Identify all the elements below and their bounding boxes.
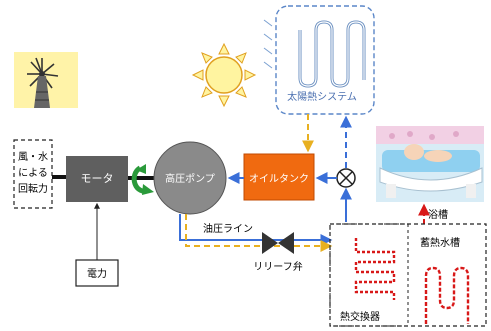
- sun-icon: [191, 42, 257, 108]
- power-label: 電力: [87, 267, 107, 280]
- oil-tank: [243, 153, 315, 201]
- heat-exchanger-coil: [354, 238, 396, 300]
- solar-thermal-system-box: [275, 5, 375, 115]
- hydraulic-line-blue: [179, 214, 333, 246]
- hydraulic-line-yellow: [185, 214, 333, 252]
- rotation-source-box: [13, 139, 53, 209]
- motor-block: [66, 156, 128, 202]
- rotation-label-1: 風・水: [18, 151, 48, 163]
- bathtub-image: [376, 126, 484, 202]
- heat-exchanger-box: [329, 223, 409, 327]
- hydraulic-line-label: 油圧ライン: [203, 222, 253, 235]
- relief-valve-icon: [262, 232, 294, 254]
- rotation-arrow-icon: [131, 164, 154, 195]
- solar-collector-coil-inner: [299, 21, 365, 87]
- power-box: [75, 259, 119, 287]
- windmill-icon: [14, 52, 78, 108]
- sunlight-rays-icon: [263, 19, 273, 69]
- heat-storage-label: 蓄熱水槽: [420, 236, 460, 249]
- bath-label: 浴槽: [428, 208, 448, 221]
- heat-exchanger-label: 熱交換器: [340, 310, 380, 323]
- rotation-label-3: 回転力: [18, 182, 48, 195]
- solar-system-label: 太陽熱システム: [287, 90, 357, 103]
- relief-valve-label: リリーフ弁: [253, 260, 302, 273]
- pump-label: 高圧ポンプ: [165, 172, 215, 185]
- high-pressure-pump: [153, 141, 227, 215]
- heat-storage-coil: [424, 266, 470, 324]
- oil-tank-label: オイルタンク: [249, 173, 309, 185]
- rotation-label-2: による: [18, 167, 48, 179]
- three-way-valve-icon: [336, 168, 356, 188]
- motor-label: モータ: [81, 172, 114, 185]
